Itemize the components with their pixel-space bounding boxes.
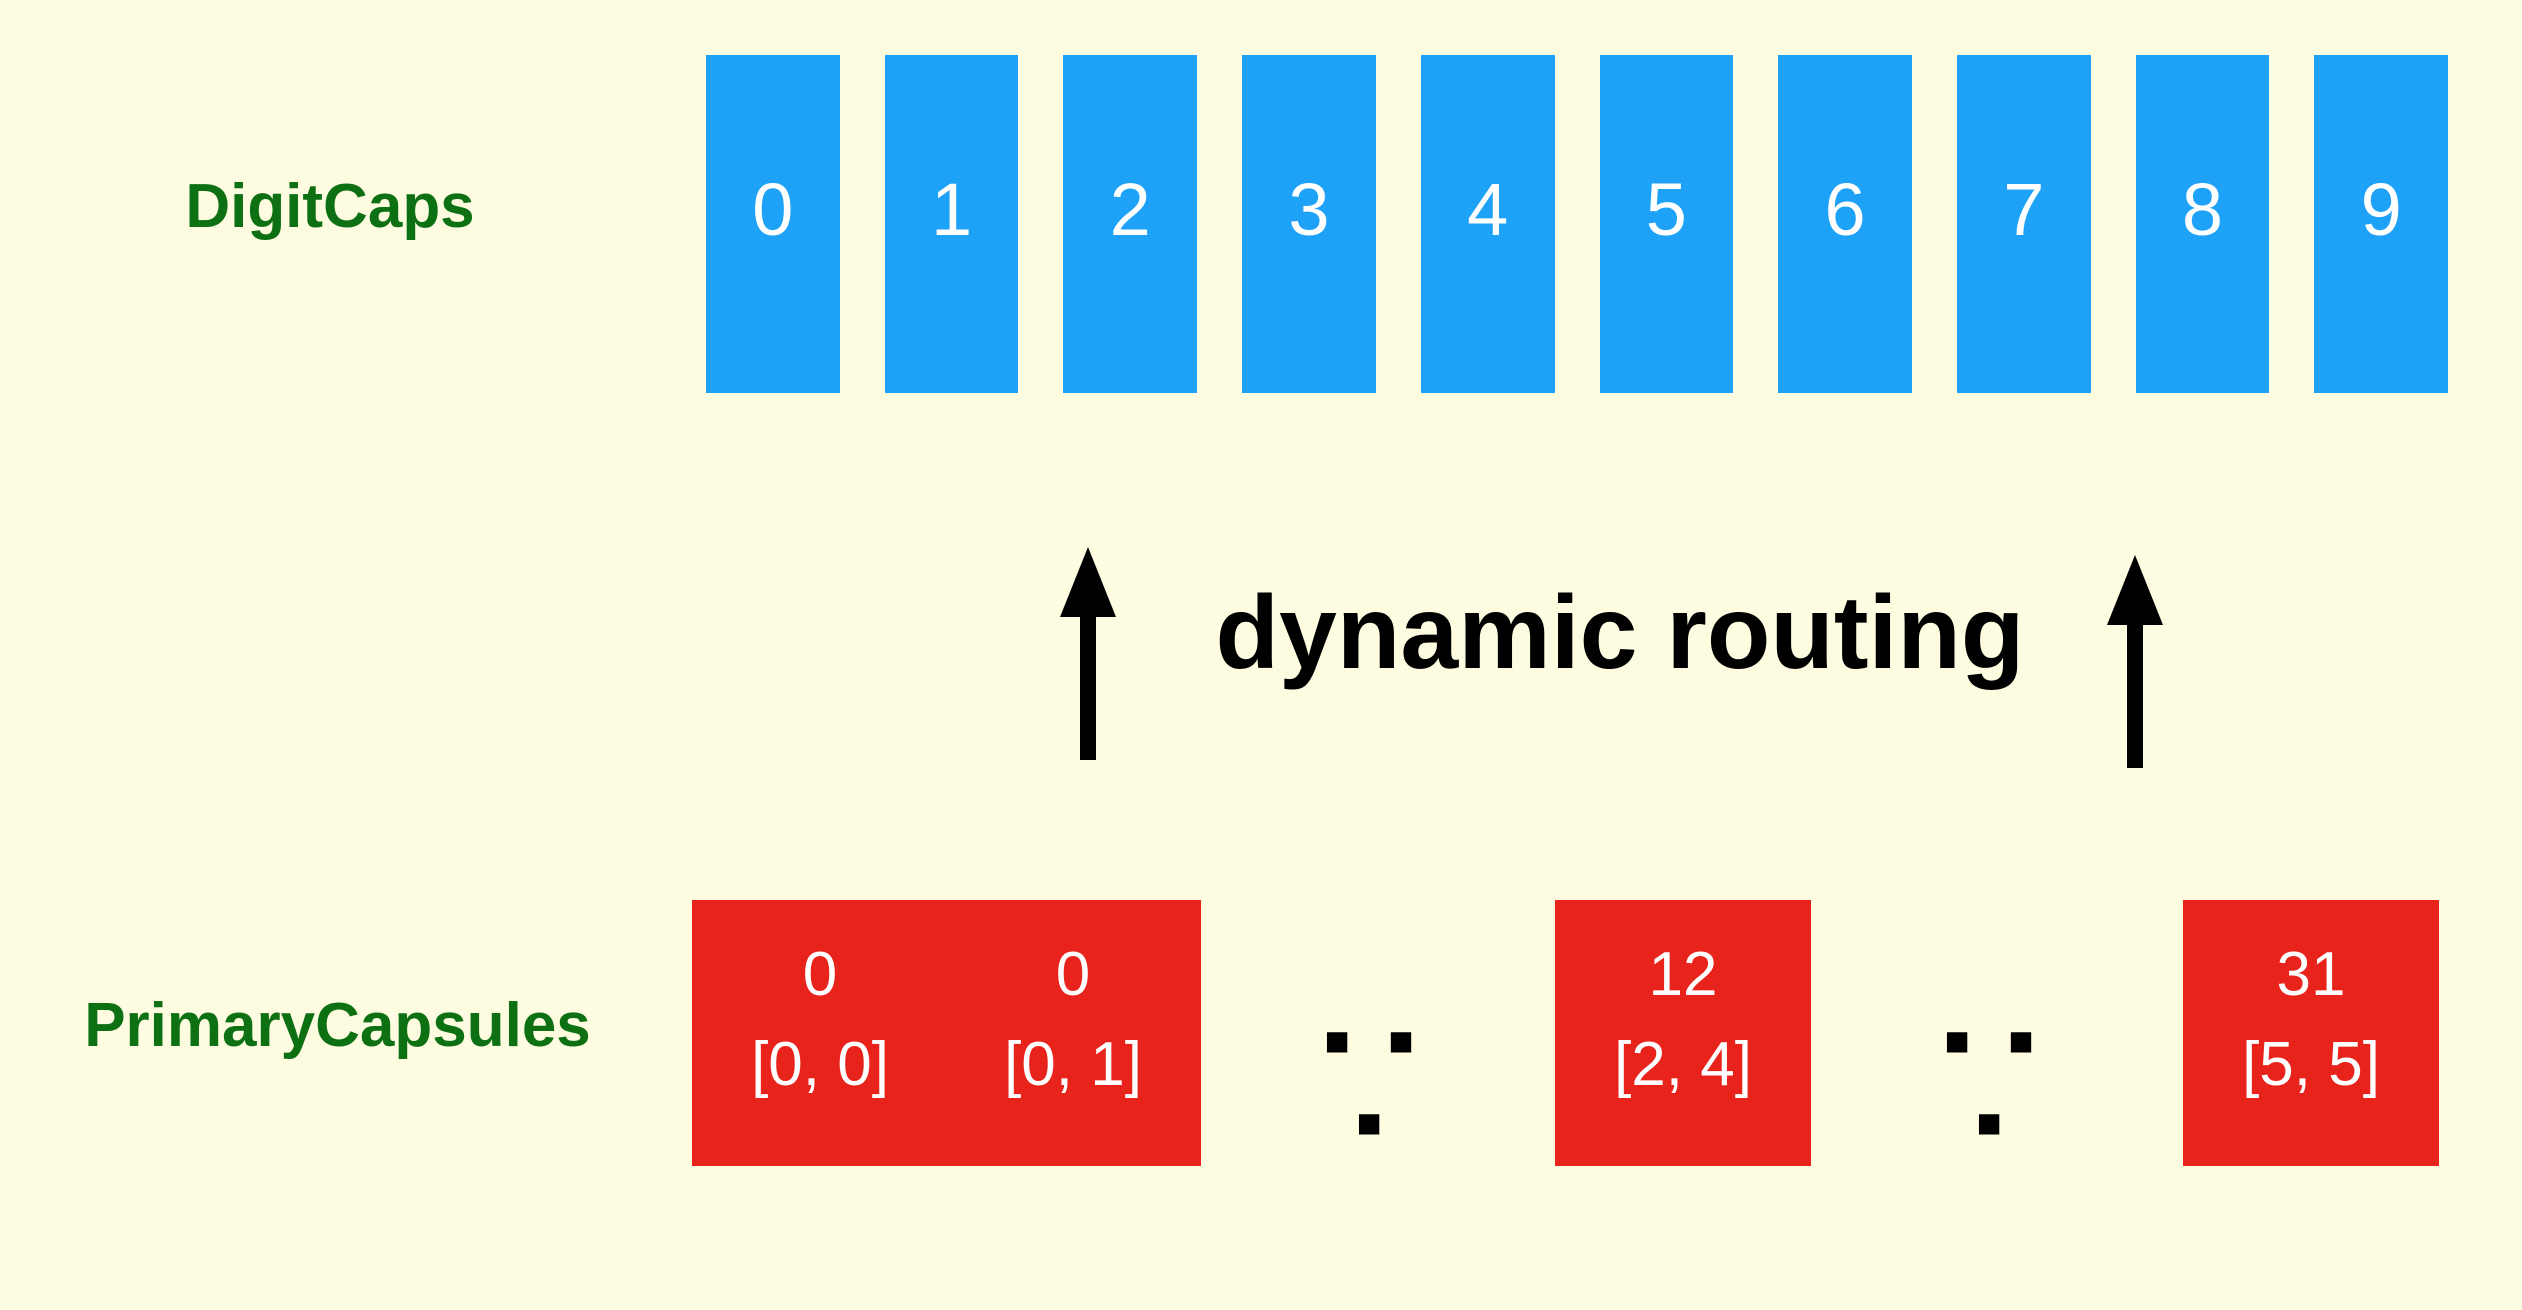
digitcap-label: 1 <box>930 168 973 251</box>
digitcaps-row: 0 1 2 3 4 5 6 7 8 9 <box>706 55 2449 393</box>
digitcap-box[interactable]: 7 <box>1956 55 2091 393</box>
digitcap-box[interactable]: 9 <box>2314 55 2449 393</box>
digitcap-box[interactable]: 1 <box>884 55 1019 393</box>
digitcap-label: 4 <box>1467 168 1509 251</box>
primarycapsule-index: 12 <box>1648 940 1718 1009</box>
digitcap-box[interactable]: 5 <box>1599 55 1734 393</box>
primarycapsule-coordinate: [5, 5] <box>2242 1030 2380 1099</box>
primarycapsule-box[interactable]: 0 [0, 0] <box>692 900 948 1166</box>
digitcaps-row-label: DigitCaps <box>185 172 475 241</box>
primarycapsule-index: 31 <box>2276 940 2346 1009</box>
primarycapsule-coordinate: [2, 4] <box>1614 1030 1752 1099</box>
arrow-up-icon <box>2107 555 2163 768</box>
primarycapsule-box[interactable]: 12 [2, 4] <box>1555 900 1811 1166</box>
primarycapsule-coordinate: [0, 0] <box>751 1030 889 1099</box>
dynamic-routing-label: dynamic routing <box>1215 575 2025 691</box>
primarycapsule-box[interactable]: 31 [5, 5] <box>2183 900 2439 1166</box>
digitcap-box[interactable]: 4 <box>1420 55 1555 393</box>
digitcap-label: 7 <box>2003 168 2045 251</box>
primarycapsules-row: 0 [0, 0] 0 [0, 1] ▪ ▪ ▪ 12 [2, 4] ▪ ▪ ▪ … <box>692 900 2448 1168</box>
primarycapsule-index: 0 <box>802 940 838 1009</box>
digitcap-box[interactable]: 2 <box>1063 55 1198 393</box>
digitcap-label: 0 <box>752 168 794 251</box>
dynamic-routing-band: dynamic routing <box>1040 545 2180 775</box>
primarycapsule-coordinate: [0, 1] <box>1004 1030 1142 1099</box>
digitcap-box[interactable]: 0 <box>706 55 840 393</box>
digitcap-box[interactable]: 6 <box>1778 55 1912 393</box>
digitcap-box[interactable]: 3 <box>1242 55 1376 393</box>
digitcap-label: 3 <box>1288 168 1330 251</box>
digitcap-label: 8 <box>2181 168 2224 251</box>
ellipsis-separator: ▪ ▪ ▪ <box>1322 995 1422 1168</box>
digitcap-label: 2 <box>1109 168 1151 251</box>
arrow-up-icon <box>1060 547 1116 760</box>
digitcap-label: 6 <box>1824 168 1866 251</box>
primarycapsules-row-label: PrimaryCapsules <box>84 991 591 1060</box>
primarycapsule-box[interactable]: 0 [0, 1] <box>945 900 1201 1166</box>
digitcap-label: 9 <box>2360 168 2402 251</box>
primarycapsule-index: 0 <box>1055 940 1091 1009</box>
ellipsis-separator: ▪ ▪ ▪ <box>1942 995 2042 1168</box>
digitcap-label: 5 <box>1645 168 1687 251</box>
digitcap-box[interactable]: 8 <box>2135 55 2270 393</box>
